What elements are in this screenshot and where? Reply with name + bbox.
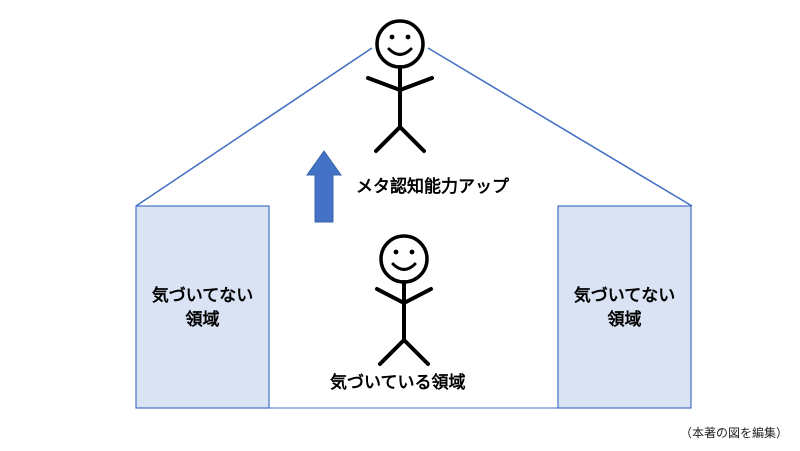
bottom-stick-figure-icon: [375, 234, 433, 366]
meta-cognition-label: メタ認知能力アップ: [356, 177, 509, 197]
roof-left-line: [135, 47, 373, 207]
right-box-label: 気づいてない 領域: [558, 284, 691, 332]
right-box-label-line1: 気づいてない: [573, 286, 676, 306]
left-unaware-box: [135, 205, 270, 409]
up-arrow-icon: [306, 150, 342, 223]
source-caption: （本著の図を編集）: [679, 426, 788, 440]
left-box-label-line1: 気づいてない: [151, 286, 254, 306]
left-box-label-line2: 領域: [185, 310, 220, 330]
roof-right-line: [427, 47, 693, 207]
top-stick-figure-icon: [366, 19, 434, 153]
right-unaware-box: [557, 205, 692, 409]
left-box-label: 気づいてない 領域: [136, 284, 269, 332]
right-box-label-line2: 領域: [607, 310, 642, 330]
aware-area-label: 気づいている領域: [330, 373, 466, 393]
